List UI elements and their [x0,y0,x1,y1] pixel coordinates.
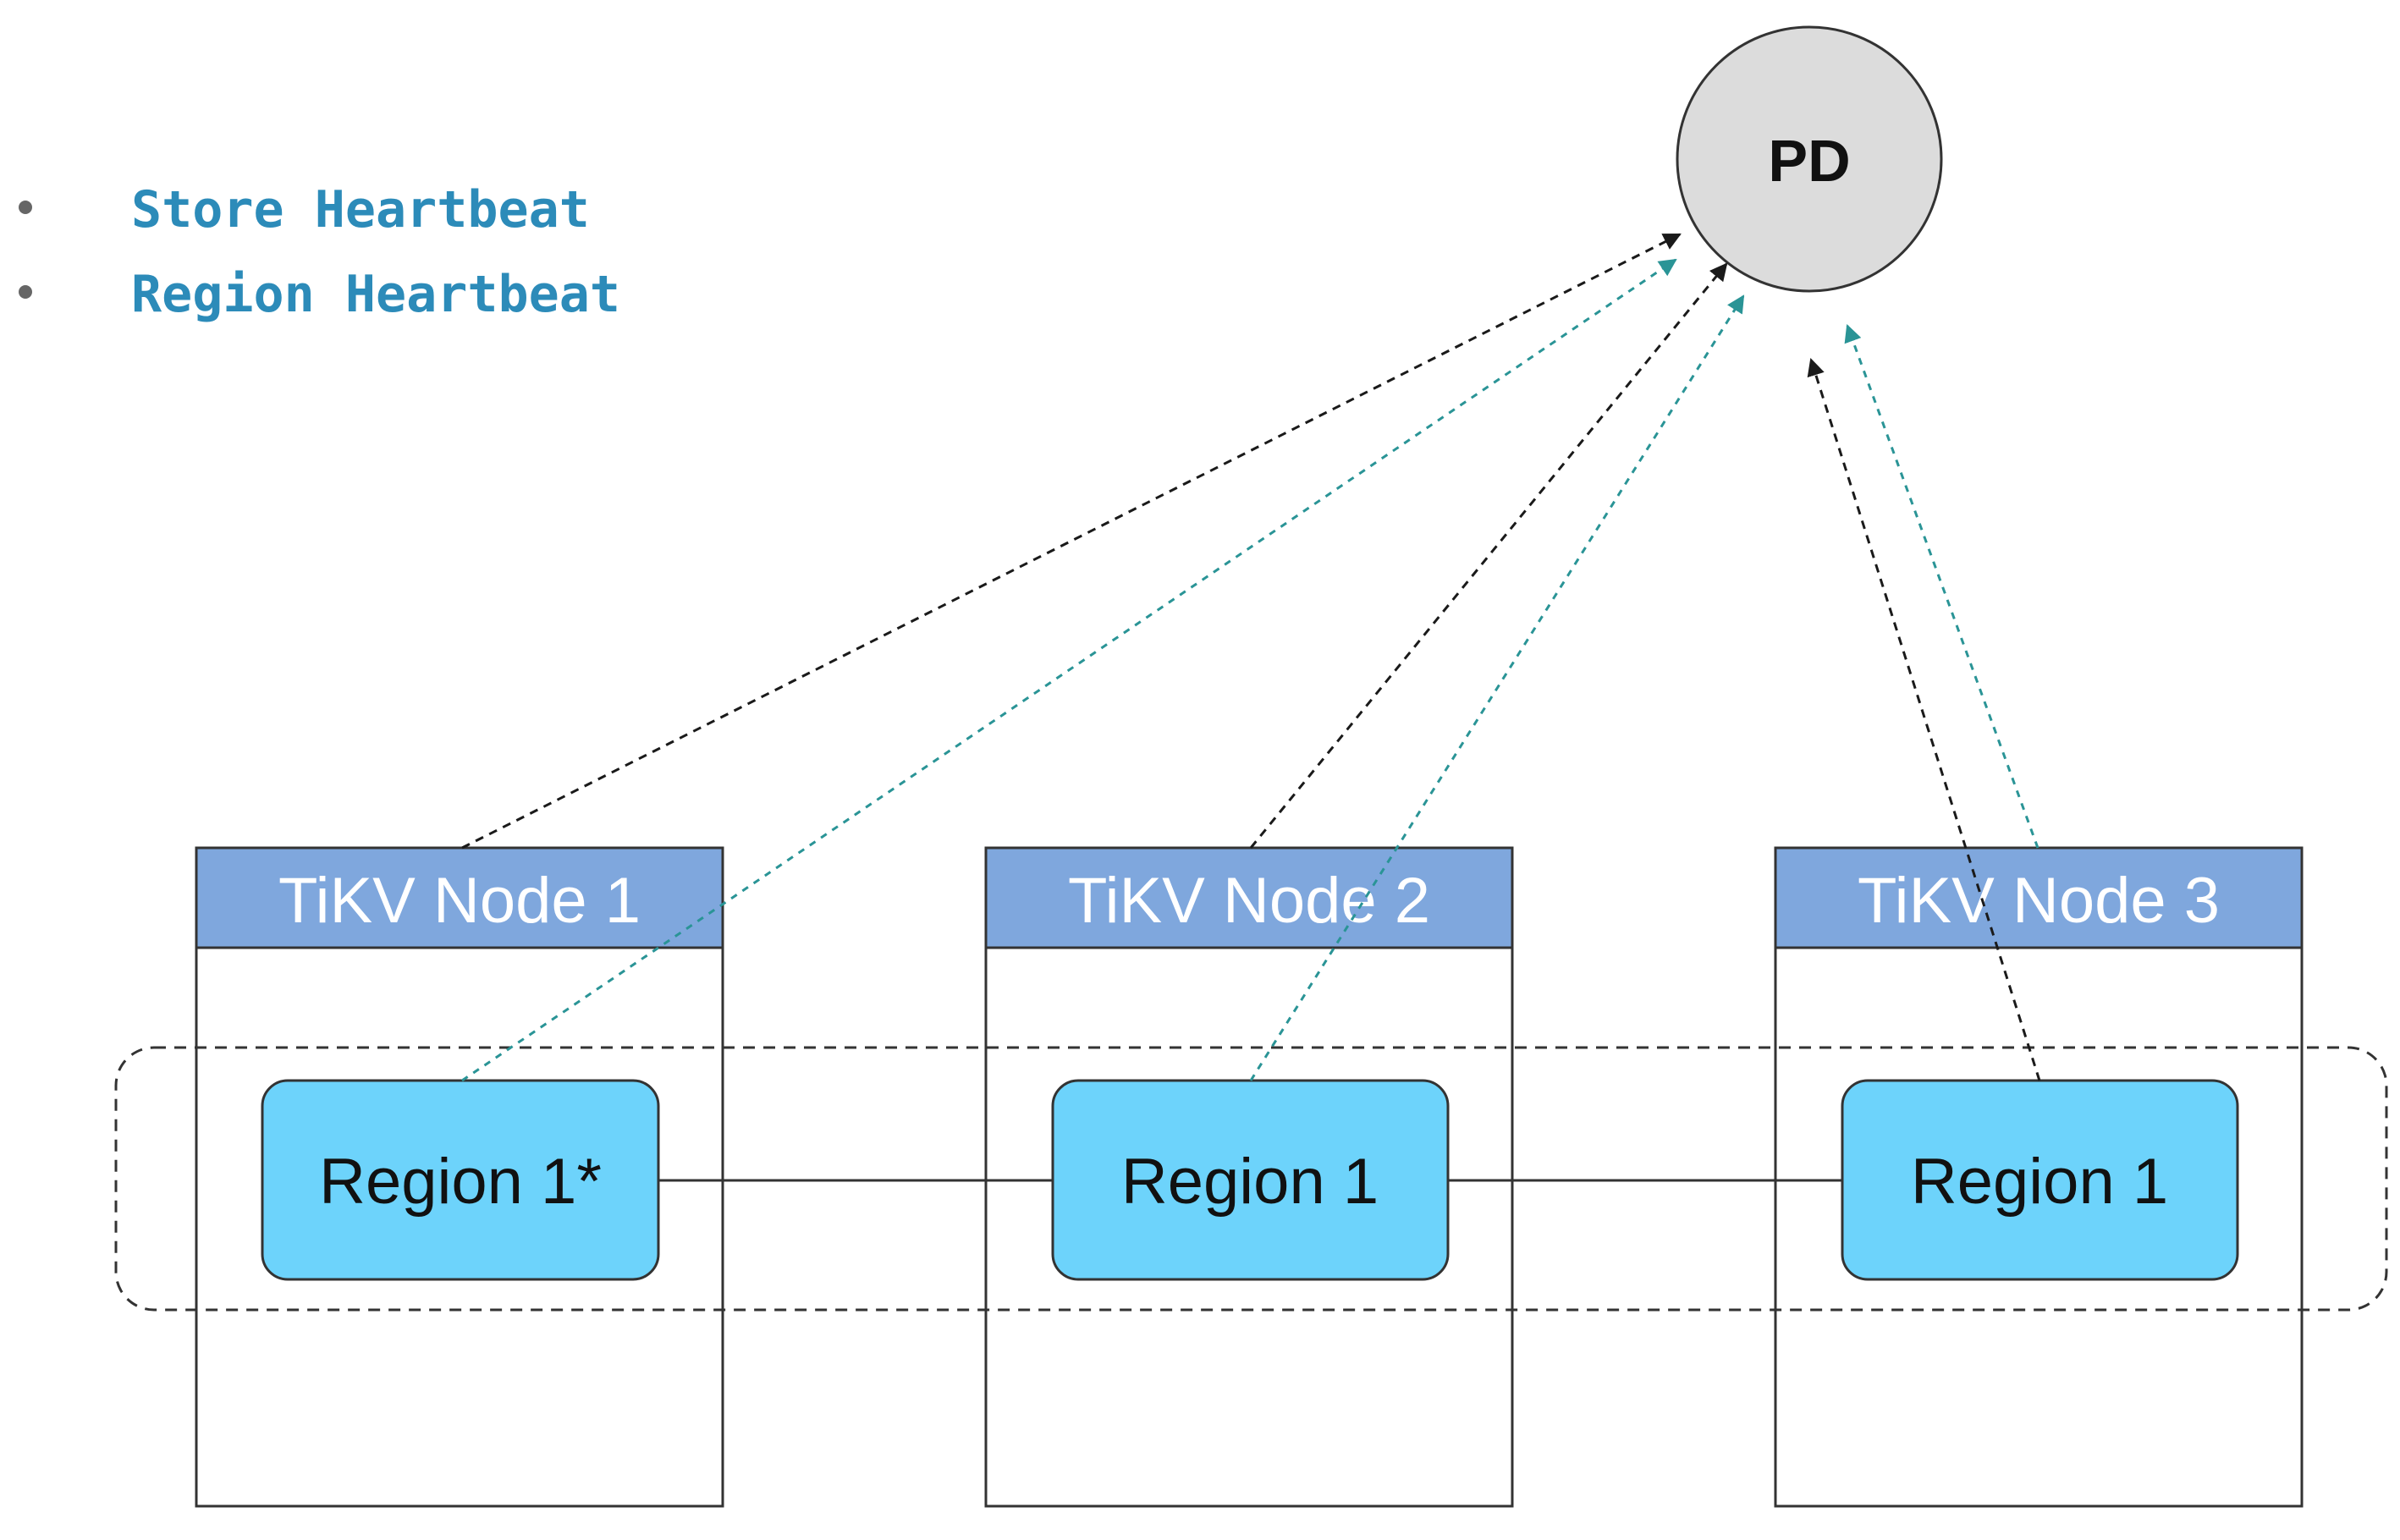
region-heartbeat-arrow-node-1 [461,258,1677,1082]
legend-bullet-store [19,201,32,214]
tikv-node-2-title: TiKV Node 2 [1068,865,1430,937]
legend-region-heartbeat: Region Heartbeat [131,265,620,324]
pd-node: PD [1676,25,1943,293]
region-heartbeat-arrow-node-3 [1844,324,2039,849]
legend-bullet-region [19,285,32,299]
tikv-node-3-title: TiKV Node 3 [1858,865,2220,937]
store-heartbeat-arrow-node-1 [461,233,1682,850]
tikv-node-1-header [195,846,724,949]
tikv-node-3-header [1774,846,2304,949]
region-1-leader-label: Region 1* [319,1146,602,1218]
legend-store-heartbeat: Store Heartbeat [131,180,590,239]
pd-label: PD [1768,128,1850,194]
region-1-replica-3-label: Region 1 [1911,1146,2168,1218]
raft-group-boundary [114,1046,2388,1312]
tikv-node-2-header [984,846,1514,949]
region-1-replica-2-label: Region 1 [1121,1146,1379,1218]
tikv-node-1-title: TiKV Node 1 [278,865,641,937]
region-heartbeat-arrow-node-2 [1249,294,1745,1081]
pd-circle [1676,25,1943,293]
region-node-2: Region 1 [1051,1079,1450,1281]
legend: Store Heartbeat Region Heartbeat [19,180,620,324]
region-node-1: Region 1* [261,1079,660,1281]
region-1-replica-3-box [1841,1079,2239,1281]
store-heartbeat-arrow-node-2 [1249,262,1728,849]
region-1-leader-box [261,1079,660,1281]
store-heartbeat-arrow-node-3 [1807,357,2041,1081]
region-node-3: Region 1 [1841,1079,2239,1281]
region-1-replica-2-box [1051,1079,1450,1281]
